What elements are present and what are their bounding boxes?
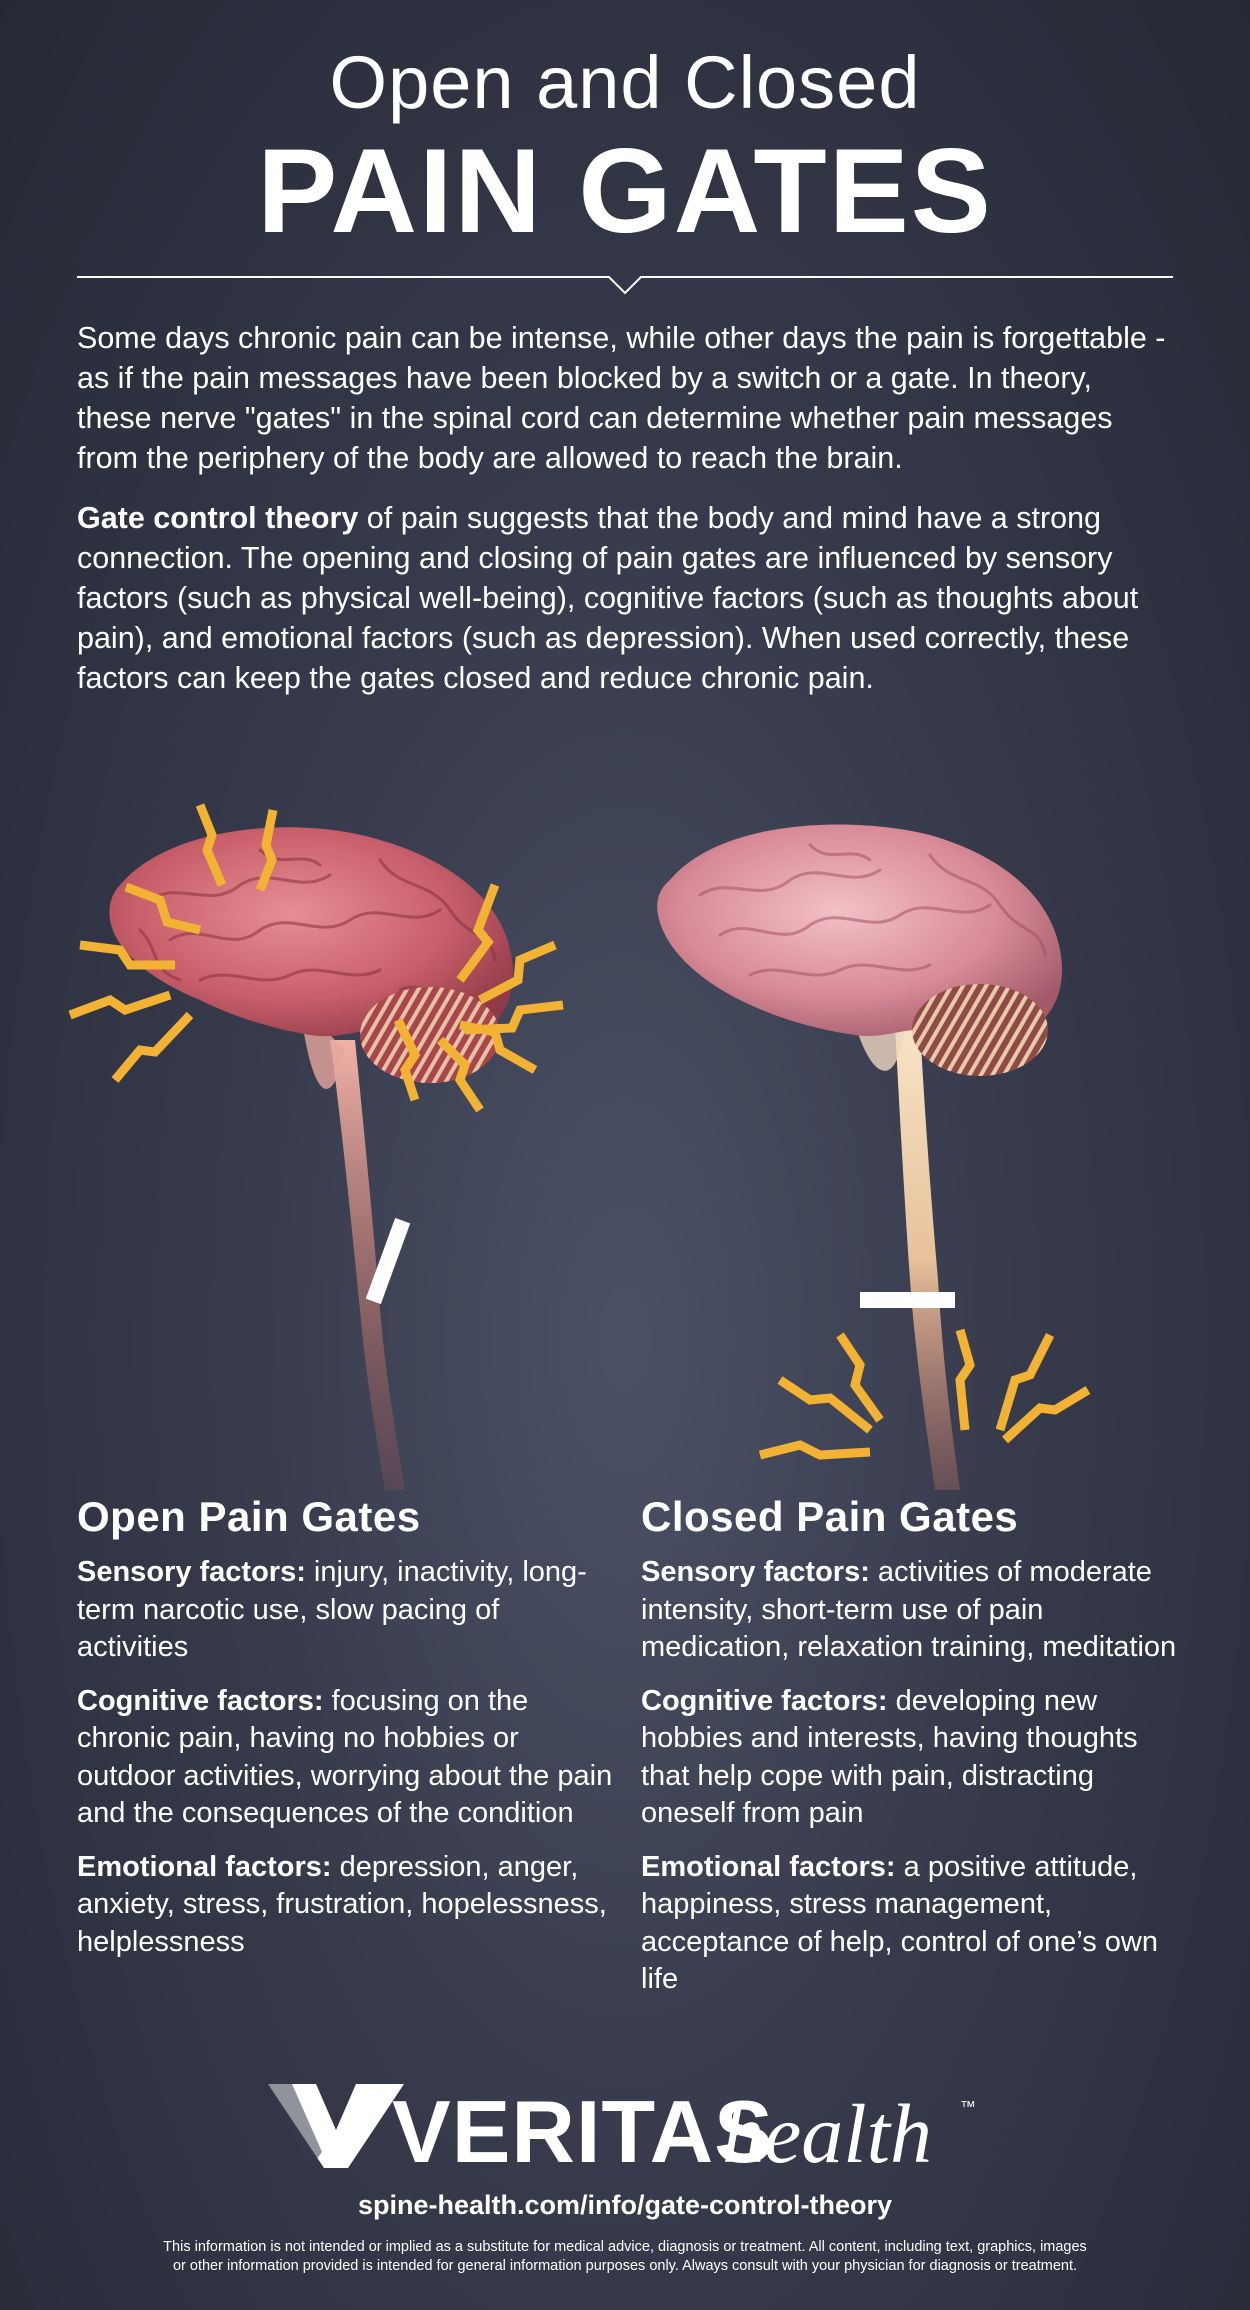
intro-paragraph-2: Gate control theory of pain suggests tha…	[77, 498, 1167, 698]
gate-control-theory-term: Gate control theory	[77, 501, 359, 535]
closed-sensory-factors: Sensory factors: activities of moderate …	[641, 1554, 1181, 1667]
factor-text: a positive attitude, happiness, stress m…	[641, 1850, 1158, 1996]
intro-text: Some days chronic pain can be intense, w…	[77, 318, 1167, 718]
factor-label: Emotional factors:	[77, 1850, 332, 1883]
brain-closed-gate-illustration	[657, 824, 1063, 1490]
veritas-v-mark	[268, 2084, 404, 2168]
logo-brand-bold: VERITAS	[392, 2082, 774, 2172]
source-url: spine-health.com/info/gate-control-theor…	[357, 2190, 893, 2220]
factor-text: developing new hobbies and interests, ha…	[641, 1684, 1138, 1830]
title-divider	[77, 276, 1173, 295]
factor-label: Sensory factors:	[641, 1556, 870, 1588]
lightning-bolt-icon	[68, 803, 564, 1113]
intro-paragraph-2-text: of pain suggests that the body and mind …	[77, 501, 1139, 695]
gate-bar-icon	[365, 1217, 411, 1305]
factor-text: focusing on the chronic pain, having no …	[77, 1684, 613, 1830]
header: Open and Closed PAIN GATES	[0, 38, 1250, 256]
closed-pain-gates-column: Closed Pain Gates Sensory factors: activ…	[641, 1490, 1181, 2015]
title-line-1: Open and Closed	[329, 41, 921, 124]
disclaimer-line-2: or other information provided is intende…	[172, 2258, 1078, 2274]
logo-trademark: ™	[960, 2099, 976, 2116]
logo-brand-italic: health	[722, 2088, 932, 2172]
veritas-logo: VERITAS health ™	[268, 2082, 976, 2172]
open-sensory-factors: Sensory factors: injury, inactivity, lon…	[77, 1554, 617, 1667]
factor-text: depression, anger, anxiety, stress, frus…	[77, 1850, 607, 1958]
title-line-2: PAIN GATES	[257, 124, 993, 258]
closed-emotional-factors: Emotional factors: a positive attitude, …	[641, 1849, 1181, 1999]
gate-bar-icon	[860, 1292, 955, 1308]
closed-cognitive-factors: Cognitive factors: developing new hobbie…	[641, 1683, 1181, 1833]
factor-label: Sensory factors:	[77, 1556, 306, 1588]
open-cognitive-factors: Cognitive factors: focusing on the chron…	[77, 1683, 617, 1833]
open-emotional-factors: Emotional factors: depression, anger, an…	[77, 1849, 617, 1962]
factor-text: activities of moderate intensity, short-…	[641, 1556, 1177, 1663]
open-pain-gates-column: Open Pain Gates Sensory factors: injury,…	[77, 1490, 617, 1977]
factor-text: injury, inactivity, long-term narcotic u…	[77, 1556, 587, 1663]
factor-label: Cognitive factors:	[77, 1684, 324, 1717]
lightning-bolt-icon	[758, 1328, 1091, 1460]
intro-paragraph-1: Some days chronic pain can be intense, w…	[77, 321, 1166, 475]
factor-label: Emotional factors:	[641, 1850, 896, 1883]
disclaimer-line-1: This information is not intended or impl…	[163, 2239, 1087, 2255]
open-pain-gates-heading: Open Pain Gates	[77, 1493, 421, 1540]
factor-label: Cognitive factors:	[641, 1684, 888, 1717]
disclaimer: This information is not intended or impl…	[60, 2238, 1190, 2276]
closed-pain-gates-heading: Closed Pain Gates	[641, 1493, 1019, 1540]
brain-illustrations	[68, 803, 1091, 1490]
